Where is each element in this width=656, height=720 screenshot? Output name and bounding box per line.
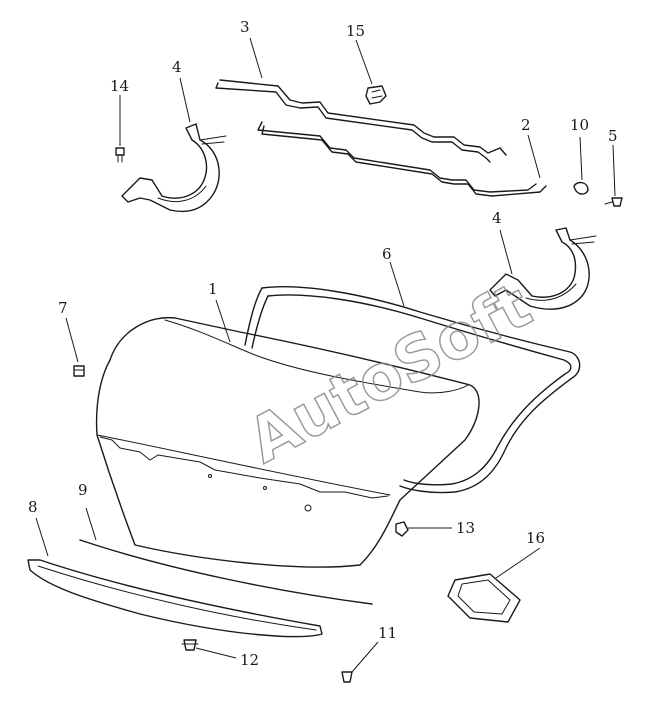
- callout-16: 16: [526, 529, 545, 547]
- garnish-molding: [27, 559, 323, 638]
- callout-8: 8: [28, 498, 38, 516]
- emblem-bezel: [447, 573, 521, 623]
- bumper-stop: [73, 365, 85, 377]
- clip-13: [395, 521, 409, 537]
- hinge-right: [489, 227, 597, 310]
- callout-3: 3: [240, 18, 250, 36]
- callout-10: 10: [570, 116, 589, 134]
- callout-9: 9: [78, 481, 88, 499]
- nut-10: [573, 181, 589, 195]
- callout-5: 5: [608, 127, 618, 145]
- callout-13: 13: [456, 519, 475, 537]
- callout-7: 7: [58, 299, 68, 317]
- callout-15: 15: [346, 22, 365, 40]
- hinge-left: [121, 123, 227, 213]
- callout-labels: 3 15 2 10 5 4 14 4 6 1 7 9 8 16 13 11 12: [28, 18, 618, 669]
- callout-4-lower: 4: [492, 209, 502, 227]
- bolt-5: [604, 197, 623, 207]
- trim-strip: [79, 539, 373, 605]
- callout-6: 6: [382, 245, 392, 263]
- torsion-rod-upper: [215, 79, 507, 163]
- callout-4-upper: 4: [172, 58, 182, 76]
- callout-12: 12: [240, 651, 259, 669]
- callout-2: 2: [521, 116, 531, 134]
- screw-11: [341, 671, 353, 683]
- bolt-14: [115, 147, 125, 163]
- push-clip-12: [181, 639, 199, 651]
- rod-clip: [365, 85, 387, 105]
- torsion-rod-lower: [257, 121, 547, 197]
- leader-lines: [35, 37, 616, 673]
- callout-11: 11: [378, 624, 397, 642]
- trunk-lid: [95, 316, 480, 568]
- callout-14: 14: [110, 77, 129, 95]
- callout-1: 1: [208, 280, 218, 298]
- trunk-seal: [244, 286, 581, 494]
